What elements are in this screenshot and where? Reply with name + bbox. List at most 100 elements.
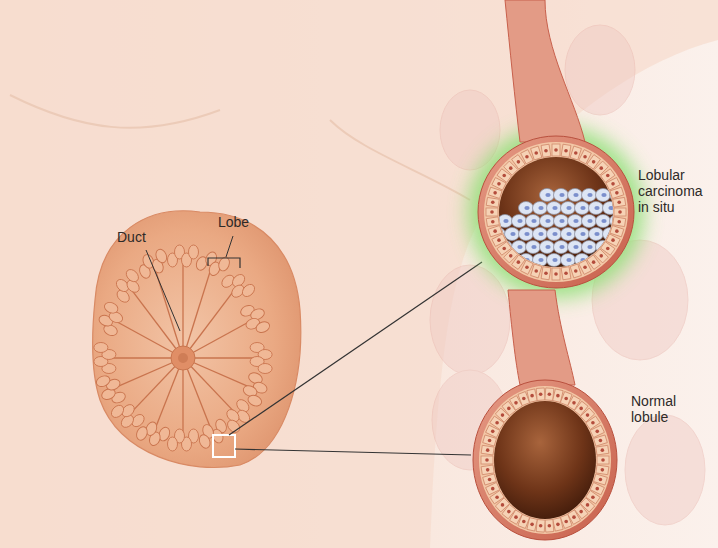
- cell-nucleus: [517, 160, 521, 164]
- cell-nucleus: [497, 182, 501, 186]
- cancer-cell: [589, 254, 604, 267]
- cell-nucleus: [488, 439, 492, 443]
- cancer-cell: [561, 254, 576, 267]
- cell-nucleus: [579, 510, 583, 514]
- cell-nucleus: [525, 265, 529, 269]
- cell-nucleus: [486, 468, 490, 472]
- cell-nucleus: [586, 503, 590, 507]
- cancer-cell: [519, 202, 534, 215]
- cell-nucleus: [595, 487, 599, 491]
- cancer-nucleus: [587, 219, 592, 223]
- cell-nucleus: [486, 448, 490, 452]
- cell-nucleus: [583, 155, 587, 159]
- cancer-nucleus: [587, 193, 592, 197]
- duct-line: [182, 260, 183, 358]
- cancer-nucleus: [594, 258, 599, 262]
- cell-nucleus: [601, 468, 605, 472]
- cell-nucleus: [491, 487, 495, 491]
- cancer-nucleus: [510, 258, 515, 262]
- cell-nucleus: [490, 210, 494, 214]
- cancer-cell: [575, 228, 590, 241]
- breast: [93, 211, 301, 468]
- cancer-cell: [603, 228, 618, 241]
- cancer-nucleus: [552, 232, 557, 236]
- cancer-nucleus: [524, 232, 529, 236]
- cell-nucleus: [491, 430, 495, 434]
- lobule-lumen: [499, 157, 613, 267]
- cancer-nucleus: [517, 219, 522, 223]
- cancer-nucleus: [552, 258, 557, 262]
- cancer-nucleus: [615, 193, 620, 197]
- epithelial-cell: [527, 389, 537, 402]
- cancer-nucleus: [573, 245, 578, 249]
- cancer-cell: [512, 241, 527, 254]
- cell-nucleus: [530, 523, 534, 527]
- epithelial-cell: [570, 264, 581, 278]
- cell-nucleus: [556, 394, 560, 398]
- collarbone-contour: [10, 95, 220, 128]
- label-text: Lobe: [218, 214, 268, 230]
- leader-line: [146, 250, 180, 331]
- cancer-nucleus: [545, 219, 550, 223]
- cancer-nucleus: [496, 258, 501, 262]
- cancer-cell: [505, 228, 520, 241]
- cancer-cell: [533, 254, 548, 267]
- cancer-cell: [596, 215, 611, 228]
- lobe-cluster: [94, 343, 108, 353]
- cell-nucleus: [554, 272, 558, 276]
- cell-nucleus: [485, 458, 489, 462]
- cell-nucleus: [522, 520, 526, 524]
- highlight-glow: [468, 126, 644, 298]
- cancer-cell: [554, 215, 569, 228]
- cell-nucleus: [611, 238, 615, 242]
- cell-nucleus: [617, 220, 621, 224]
- part-label: Normal lobule: [631, 393, 707, 425]
- lobe-cluster: [135, 425, 150, 442]
- epithelial-cell: [541, 267, 551, 280]
- lobe-cluster: [254, 320, 271, 335]
- cancer-nucleus: [594, 206, 599, 210]
- cancer-nucleus: [524, 258, 529, 262]
- cell-nucleus: [617, 201, 621, 205]
- cell-nucleus: [534, 269, 538, 273]
- cell-nucleus: [539, 524, 543, 528]
- epithelial-cell: [597, 456, 609, 464]
- cell-nucleus: [514, 515, 518, 519]
- cancer-nucleus: [559, 193, 564, 197]
- cancer-nucleus: [559, 219, 564, 223]
- cell-nucleus: [495, 421, 499, 425]
- epithelial-cell: [541, 144, 551, 157]
- epithelial-cell: [552, 268, 560, 280]
- cancer-nucleus: [545, 245, 550, 249]
- cell-layer: [479, 386, 611, 534]
- cancer-cell: [610, 189, 625, 202]
- label-text: Normal lobule: [631, 393, 707, 425]
- cell-nucleus: [544, 149, 548, 153]
- cell-nucleus: [599, 254, 603, 258]
- epithelial-cell: [561, 144, 571, 157]
- cell-nucleus: [525, 155, 529, 159]
- cell-nucleus: [611, 182, 615, 186]
- lobe-cluster: [240, 282, 257, 299]
- cell-nucleus: [502, 174, 506, 178]
- cell-nucleus: [548, 524, 552, 528]
- cancer-cell: [582, 215, 597, 228]
- cancer-cell: [589, 228, 604, 241]
- lobe-cluster: [103, 300, 120, 315]
- cell-nucleus: [606, 174, 610, 178]
- cancer-nucleus: [615, 245, 620, 249]
- cell-nucleus: [554, 148, 558, 152]
- cancer-cell: [582, 241, 597, 254]
- cell-nucleus: [592, 160, 596, 164]
- cancer-cell: [540, 241, 555, 254]
- cancer-cell: [491, 254, 506, 267]
- cancer-nucleus: [531, 245, 536, 249]
- nipple: [171, 346, 195, 370]
- epithelial-cell: [545, 388, 554, 401]
- cell-nucleus: [572, 401, 576, 405]
- epithelial-cell: [481, 456, 493, 464]
- cell-nucleus: [501, 413, 505, 417]
- cell-nucleus: [544, 271, 548, 275]
- lobe-cluster: [95, 374, 112, 389]
- lobe-cluster: [109, 403, 126, 420]
